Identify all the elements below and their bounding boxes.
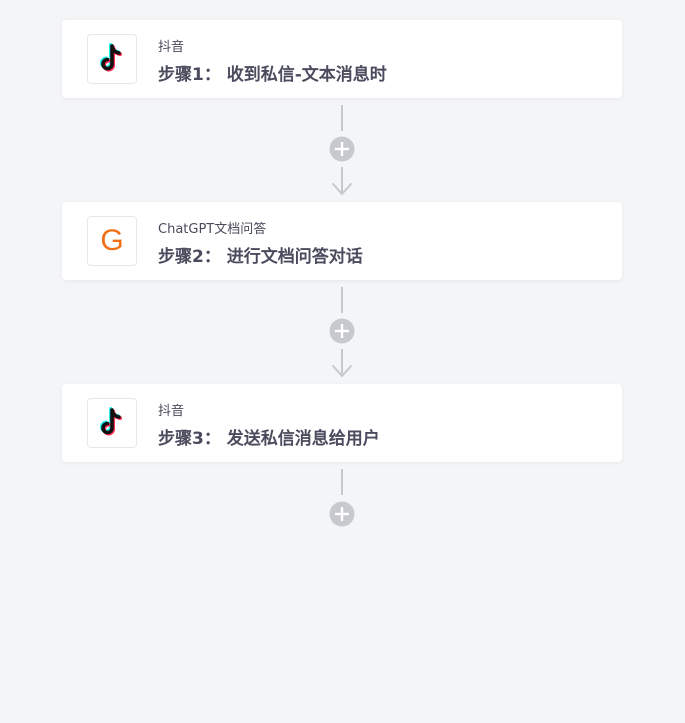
app-name: 抖音 xyxy=(158,404,185,419)
connector-3 xyxy=(329,469,355,527)
app-name: ChatGPT文档问答 xyxy=(158,222,267,237)
connector-1 xyxy=(329,105,355,195)
arrow-down-icon xyxy=(332,365,352,377)
add-step-button[interactable] xyxy=(329,318,355,344)
tiktok-logo-icon xyxy=(87,398,137,448)
chatgpt-doc-qa-logo-icon: G xyxy=(87,216,137,266)
connector-2 xyxy=(329,287,355,377)
step-card-1[interactable]: 抖音 步骤1： 收到私信-文本消息时 xyxy=(62,20,622,98)
step-card-2[interactable]: G ChatGPT文档问答 步骤2： 进行文档问答对话 xyxy=(62,202,622,280)
tiktok-logo-icon xyxy=(87,34,137,84)
add-step-button[interactable] xyxy=(329,136,355,162)
arrow-down-icon xyxy=(332,183,352,195)
add-step-button[interactable] xyxy=(329,501,355,527)
g-letter-icon: G xyxy=(100,224,124,257)
app-name: 抖音 xyxy=(158,40,185,55)
step-title: 步骤3： 发送私信消息给用户 xyxy=(158,429,380,449)
step-card-3[interactable]: 抖音 步骤3： 发送私信消息给用户 xyxy=(62,384,622,462)
step-title: 步骤1： 收到私信-文本消息时 xyxy=(158,65,387,85)
step-title: 步骤2： 进行文档问答对话 xyxy=(158,247,363,267)
